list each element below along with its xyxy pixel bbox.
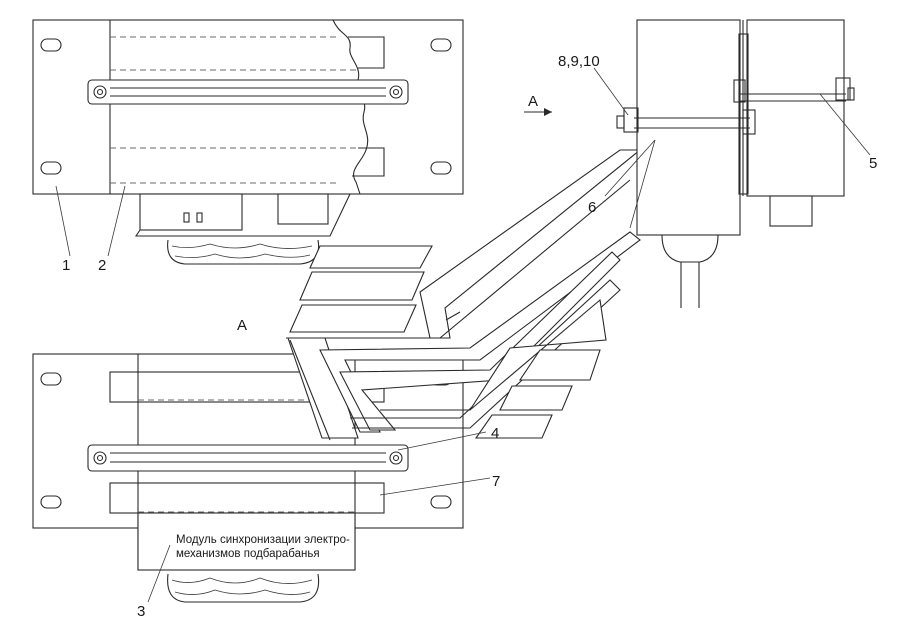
callout-4: 4	[491, 425, 499, 442]
view-arrow-a: А	[524, 93, 552, 116]
leader-lines	[55, 67, 871, 603]
callout-8-9-10: 8,9,10	[558, 53, 600, 70]
callout-2: 2	[98, 257, 106, 274]
callout-3: 3	[137, 603, 145, 620]
module-label-line-2: механизмов подбарабанья	[176, 548, 320, 560]
callout-6: 6	[588, 199, 596, 216]
bottom-assembly	[32, 353, 464, 603]
view-arrow-label: А	[528, 93, 538, 110]
callout-5: 5	[869, 155, 877, 172]
module-label-line-1: Модуль синхронизации электро-	[176, 534, 350, 546]
callout-7: 7	[492, 473, 500, 490]
view-a-label: А	[237, 317, 247, 334]
callout-1: 1	[62, 257, 70, 274]
mount-plate-top	[32, 19, 464, 195]
bracket-layers	[286, 149, 642, 441]
top-assembly	[32, 19, 464, 265]
side-view	[616, 19, 855, 308]
